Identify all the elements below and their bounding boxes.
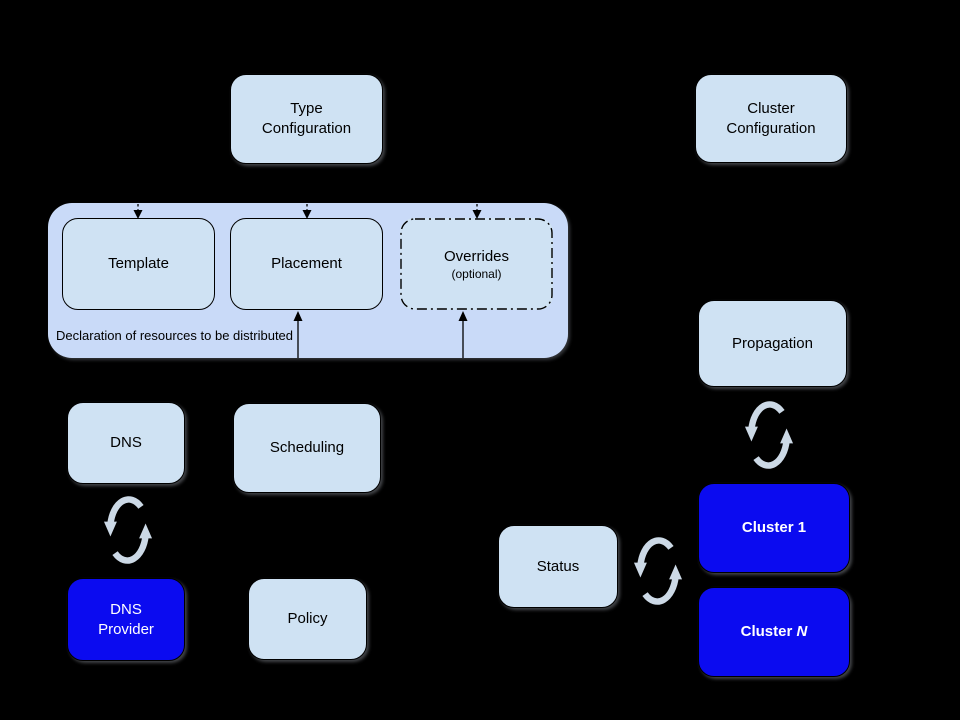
propagation-sync-icon — [744, 401, 794, 469]
cluster-configuration-label: Cluster Configuration — [726, 99, 815, 139]
cluster-n-prefix: Cluster — [740, 623, 797, 640]
status-sync-icon — [633, 537, 683, 605]
cluster-1-label: Cluster 1 — [741, 519, 807, 536]
policy-node: Policy — [248, 578, 367, 660]
type-configuration-label: Type Configuration — [262, 99, 351, 139]
propagation-label: Propagation — [732, 334, 813, 352]
type-configuration-line1: Type — [290, 100, 323, 117]
declaration-caption: Declaration of resources to be distribut… — [56, 328, 294, 343]
template-label: Template — [108, 255, 169, 272]
type-configuration-line2: Configuration — [261, 120, 352, 137]
dns-provider-label: DNS Provider — [98, 600, 154, 640]
overrides-title: Overrides — [443, 247, 510, 265]
status-label: Status — [536, 557, 580, 575]
policy-label: Policy — [287, 610, 328, 627]
cluster-configuration-line1: Cluster — [747, 99, 795, 117]
template-node: Template — [62, 218, 215, 310]
dns-provider-line2: Provider — [98, 620, 154, 638]
dns-node: DNS — [67, 402, 185, 484]
dns-provider-line1: DNS — [110, 600, 142, 618]
cluster-n-label: Cluster N — [741, 622, 808, 642]
dns-label: DNS — [110, 434, 142, 451]
overrides-label: Overrides (optional) — [444, 247, 509, 282]
propagation-node: Propagation — [698, 300, 847, 387]
overrides-node: Overrides (optional) — [400, 218, 553, 310]
cluster-configuration-node: Cluster Configuration — [695, 74, 847, 163]
dns-provider-node: DNS Provider — [67, 578, 185, 661]
cluster-1-node: Cluster 1 — [698, 483, 850, 573]
scheduling-label: Scheduling — [269, 439, 345, 456]
cluster-n-node: Cluster N — [698, 587, 850, 677]
dash-dot-border — [400, 218, 553, 310]
cluster-n-suffix: N — [796, 623, 808, 640]
placement-label: Placement — [271, 255, 342, 272]
cluster-configuration-line2: Configuration — [726, 119, 816, 137]
type-configuration-node: Type Configuration — [230, 74, 383, 164]
placement-node: Placement — [230, 218, 383, 310]
scheduling-node: Scheduling — [233, 403, 381, 493]
dns-sync-icon — [103, 496, 153, 564]
status-node: Status — [498, 525, 618, 608]
overrides-sublabel: (optional) — [451, 266, 502, 281]
